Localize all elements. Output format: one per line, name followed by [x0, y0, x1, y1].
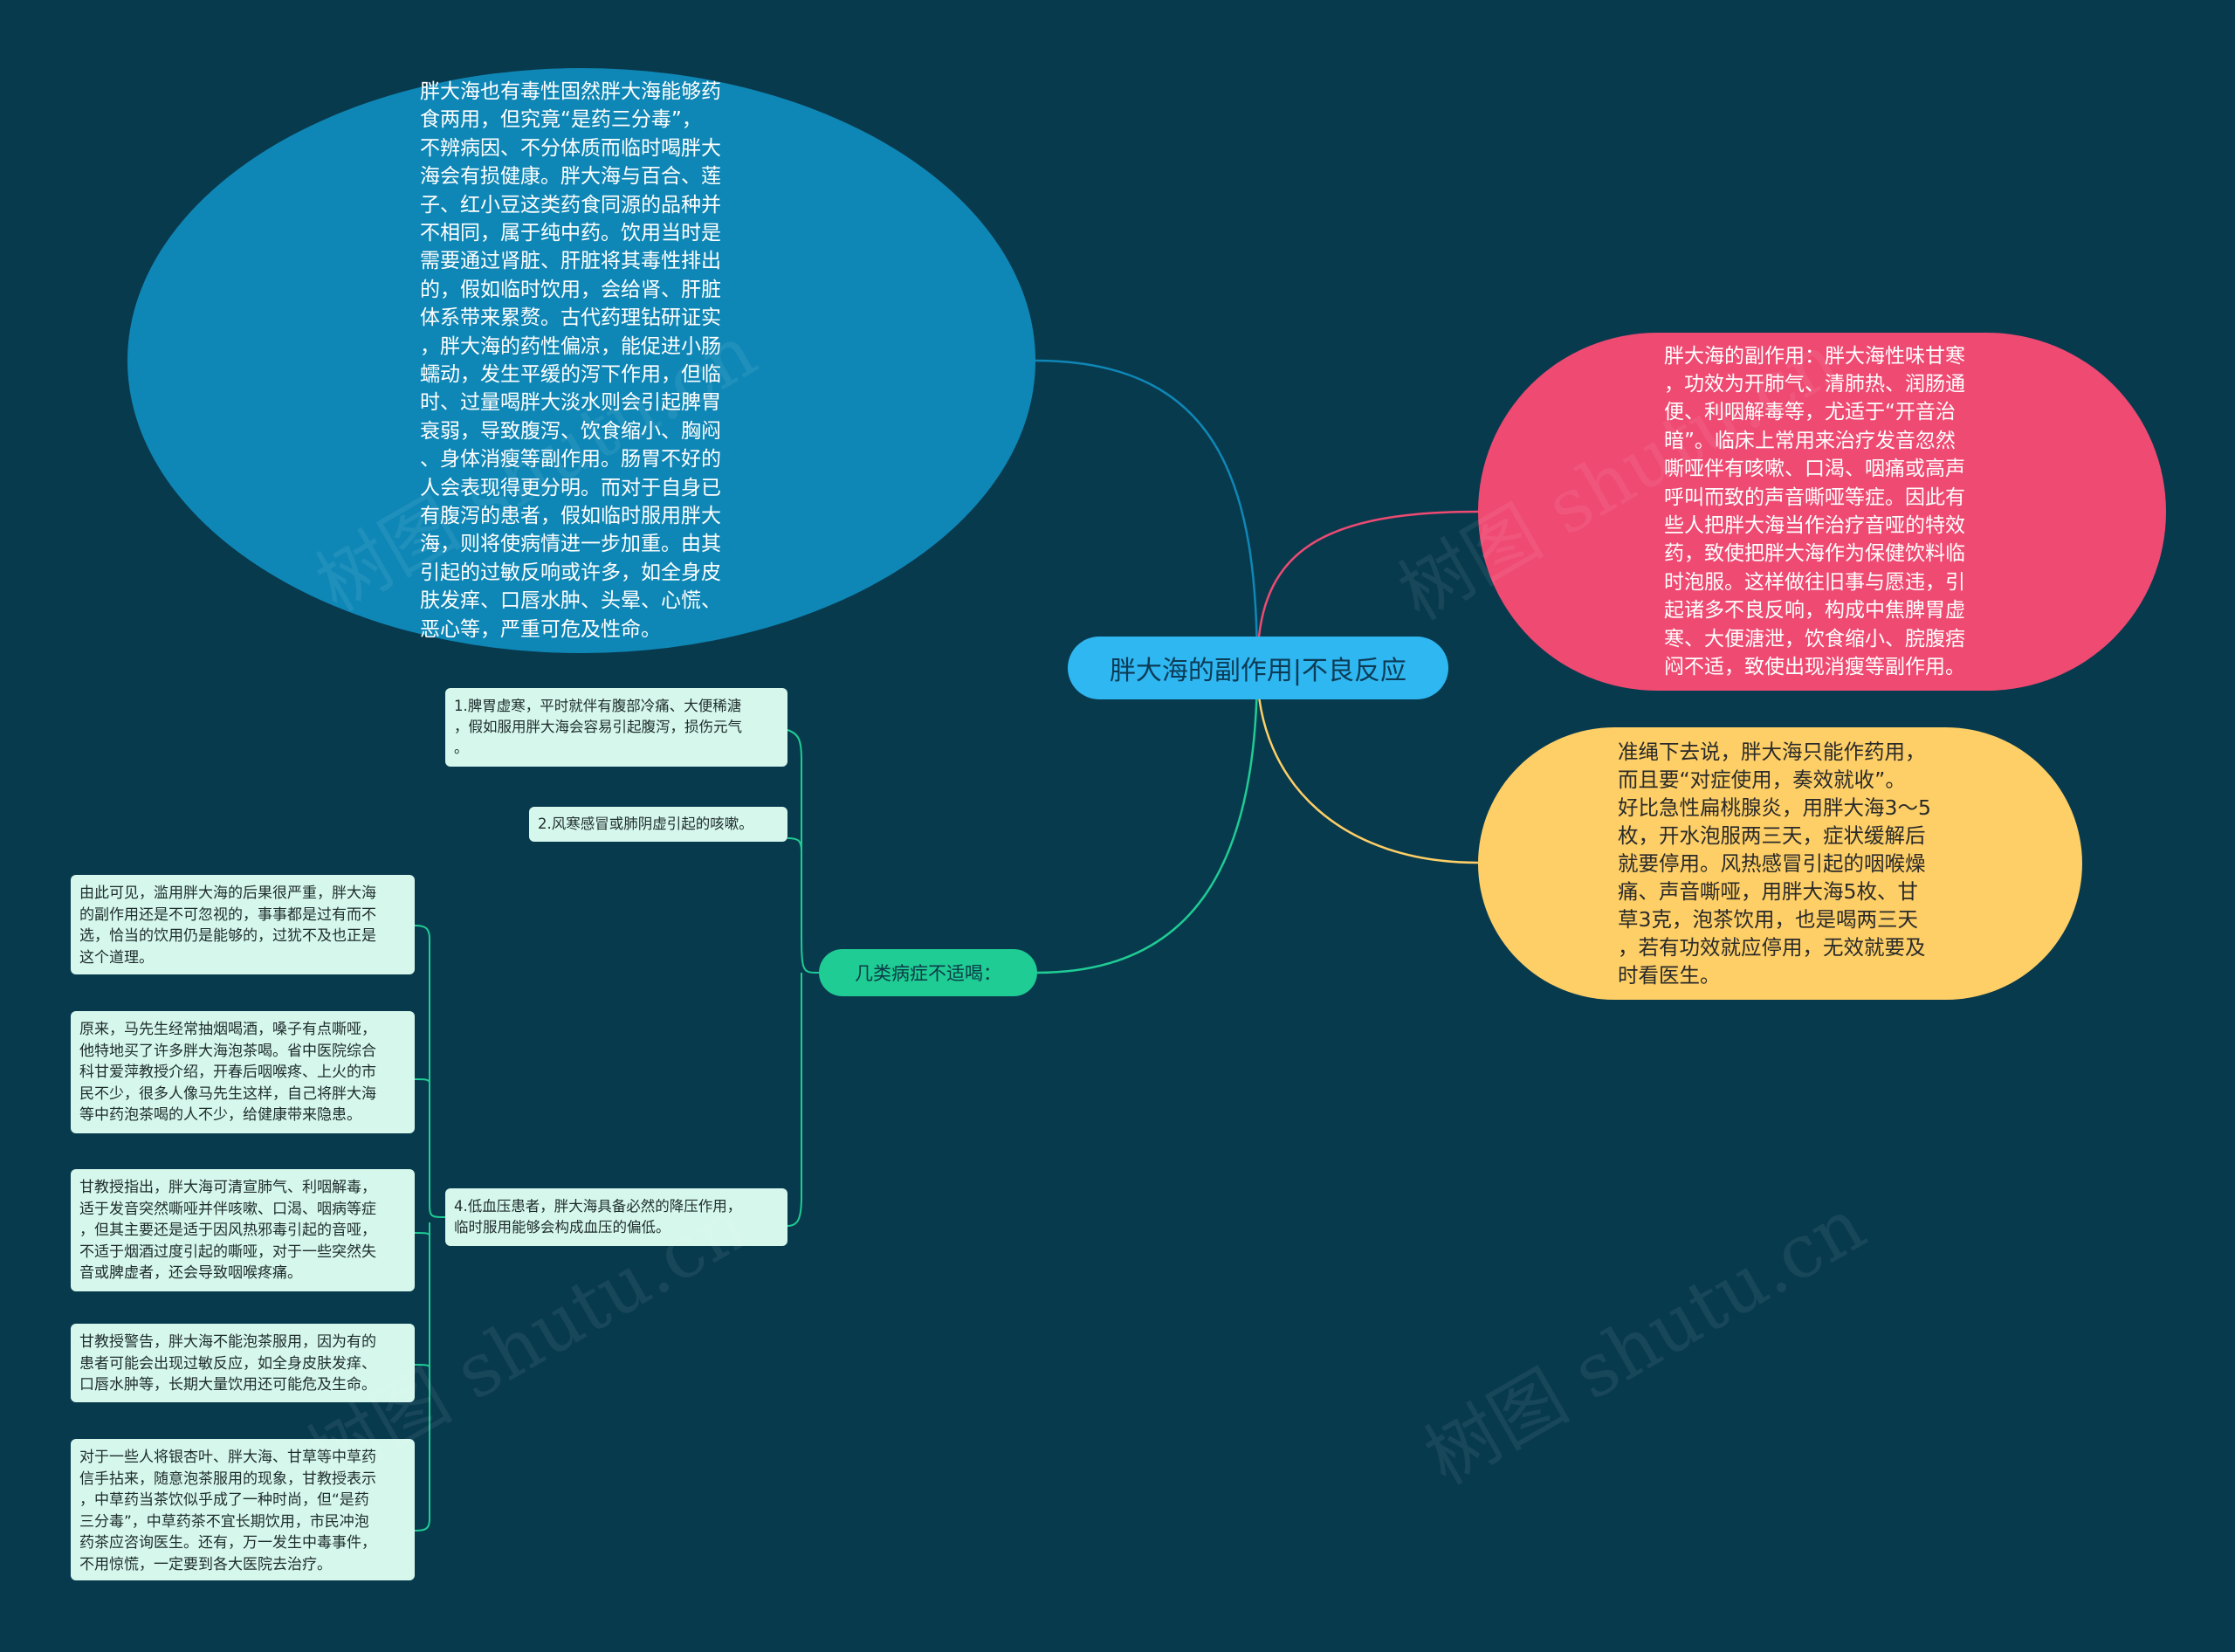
node-unsuitable-conditions-label: 几类病症不适喝： [855, 963, 1001, 984]
leaf-case-mr-ma[interactable]: 原来，马先生经常抽烟喝酒，嗓子有点嘶哑， 他特地买了许多胖大海泡茶喝。省中医院综… [71, 1011, 415, 1133]
leaf-low-blood-pressure[interactable]: 4.低血压患者，胖大海具备必然的降压作用， 临时服用能够会构成血压的偏低。 [445, 1188, 787, 1246]
leaf-abuse-consequence[interactable]: 由此可见，滥用胖大海的后果很严重，胖大海 的副作用还是不可忽视的，事事都是过有而… [71, 875, 415, 974]
node-toxicity[interactable]: 胖大海也有毒性固然胖大海能够药 食两用，但究竟“是药三分毒”， 不辨病因、不分体… [127, 68, 1035, 653]
link-center-yellow [1255, 667, 1479, 864]
node-side-effects-text: 胖大海的副作用：胖大海性味甘寒 ，功效为开肺气、清肺热、润肠通 便、利咽解毒等，… [1664, 344, 1965, 679]
link-center-sub [1036, 667, 1259, 974]
link-sub-leaf2 [787, 837, 802, 873]
leaf-professor-warning[interactable]: 甘教授警告，胖大海不能泡茶服用，因为有的 患者可能会出现过敏反应，如全身皮肤发痒… [71, 1324, 415, 1402]
link-sub-leaf1 [787, 729, 820, 974]
leaf-professor-explains[interactable]: 甘教授指出，胖大海可清宣肺气、利咽解毒， 适于发音突然嘶哑并伴咳嗽、口渴、咽病等… [71, 1169, 415, 1291]
link-center-blue [1035, 359, 1259, 669]
node-side-effects[interactable]: 胖大海的副作用：胖大海性味甘寒 ，功效为开肺气、清肺热、润肠通 便、利咽解毒等，… [1478, 333, 2166, 691]
node-unsuitable-conditions[interactable]: 几类病症不适喝： [819, 949, 1037, 996]
link-leaf4-children [414, 925, 446, 1532]
node-usage-principle-text: 准绳下去说，胖大海只能作药用， 而且要“对症使用，奏效就收”。 好比急性扁桃腺炎… [1618, 740, 1931, 988]
link-center-red [1255, 510, 1479, 669]
central-topic-label: 胖大海的副作用|不良反应 [1109, 656, 1407, 686]
leaf-cold-cough[interactable]: 2.风寒感冒或肺阴虚引起的咳嗽。 [529, 807, 787, 842]
leaf-spleen-stomach-deficiency[interactable]: 1.脾胃虚寒，平时就伴有腹部冷痛、大便稀溏 ，假如服用胖大海会容易引起腹泻，损伤… [445, 688, 787, 767]
node-usage-principle[interactable]: 准绳下去说，胖大海只能作药用， 而且要“对症使用，奏效就收”。 好比急性扁桃腺炎… [1478, 727, 2082, 1000]
leaf-herbal-tea-advice[interactable]: 对于一些人将银杏叶、胖大海、甘草等中草药 信手拈来，随意泡茶服用的现象，甘教授表… [71, 1439, 415, 1580]
link-sub-leaf4 [787, 973, 802, 1227]
node-toxicity-text: 胖大海也有毒性固然胖大海能够药 食两用，但究竟“是药三分毒”， 不辨病因、不分体… [420, 79, 721, 641]
central-topic[interactable]: 胖大海的副作用|不良反应 [1068, 637, 1448, 699]
